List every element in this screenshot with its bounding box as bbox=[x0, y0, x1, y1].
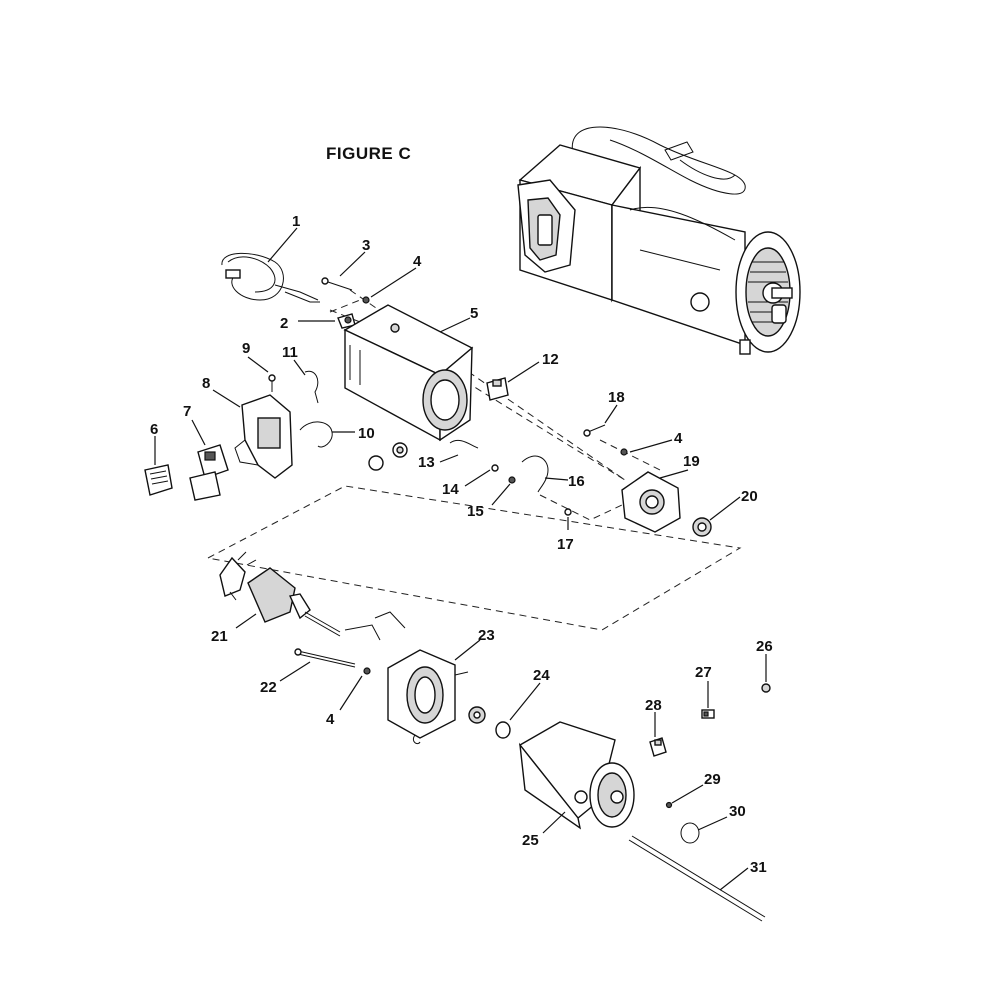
part-26-nut bbox=[761, 683, 771, 693]
part-30-retaining-ring bbox=[680, 822, 700, 844]
part-4-nut-lower bbox=[363, 667, 371, 675]
part-7-switch bbox=[189, 444, 229, 501]
part-31-rod bbox=[628, 835, 766, 922]
assembly-dashed-outlines bbox=[206, 289, 742, 631]
part-13-wire bbox=[449, 439, 479, 449]
callout-3: 3 bbox=[362, 237, 370, 254]
callout-17: 17 bbox=[557, 536, 574, 553]
part-15-washer bbox=[508, 476, 516, 484]
part-16-wire bbox=[521, 455, 549, 493]
callout-14: 14 bbox=[442, 481, 459, 498]
callout-13: 13 bbox=[418, 454, 435, 471]
callout-9: 9 bbox=[242, 340, 250, 357]
part-29-screw bbox=[665, 801, 673, 809]
part-19-end-bracket bbox=[621, 471, 681, 533]
part-20-bearing bbox=[692, 517, 712, 537]
bearing-lower bbox=[468, 706, 486, 724]
callout-2: 2 bbox=[280, 315, 288, 332]
callout-16: 16 bbox=[568, 473, 585, 490]
callout-31: 31 bbox=[750, 859, 767, 876]
callout-22: 22 bbox=[260, 679, 277, 696]
callout-25: 25 bbox=[522, 832, 539, 849]
part-9-screw bbox=[268, 374, 276, 392]
callout-28: 28 bbox=[645, 697, 662, 714]
part-4-nut-upper bbox=[362, 296, 370, 304]
part-24-wave-washer bbox=[495, 721, 511, 739]
callout-5: 5 bbox=[470, 305, 478, 322]
callout-4-upper: 4 bbox=[413, 253, 422, 270]
part-21-armature bbox=[219, 551, 341, 637]
assembled-motor-illustration bbox=[517, 126, 801, 355]
callout-18: 18 bbox=[608, 389, 625, 406]
part-6-switch-cover bbox=[144, 464, 173, 496]
callout-10: 10 bbox=[358, 425, 375, 442]
callout-8: 8 bbox=[202, 375, 210, 392]
part-14-screw bbox=[491, 464, 499, 472]
callout-26: 26 bbox=[756, 638, 773, 655]
part-3-screw bbox=[321, 277, 353, 291]
callout-7: 7 bbox=[183, 403, 191, 420]
part-27-brush bbox=[701, 709, 715, 719]
callout-15: 15 bbox=[467, 503, 484, 520]
callout-12: 12 bbox=[542, 351, 559, 368]
callout-29: 29 bbox=[704, 771, 721, 788]
callout-27: 27 bbox=[695, 664, 712, 681]
part-28-brush-holder bbox=[649, 737, 667, 757]
part-18-screw bbox=[583, 424, 606, 437]
callout-6: 6 bbox=[150, 421, 158, 438]
callout-4-lower: 4 bbox=[326, 711, 335, 728]
callout-11: 11 bbox=[282, 344, 298, 361]
part-8-switch-box bbox=[234, 394, 293, 479]
callout-24: 24 bbox=[533, 667, 550, 684]
callout-4-right: 4 bbox=[674, 430, 683, 447]
part-12-connector bbox=[486, 377, 509, 401]
part-2-cord-clamp bbox=[337, 313, 356, 329]
figure-title: FIGURE C bbox=[326, 144, 412, 163]
callout-20: 20 bbox=[741, 488, 758, 505]
callout-19: 19 bbox=[683, 453, 700, 470]
part-25-motor-housing bbox=[518, 721, 635, 830]
part-17-screw bbox=[564, 508, 572, 516]
part-4-nut-right bbox=[620, 448, 628, 456]
part-23-stator bbox=[344, 611, 469, 745]
callout-30: 30 bbox=[729, 803, 746, 820]
callout-1: 1 bbox=[292, 213, 300, 230]
part-10-wire-lead bbox=[299, 421, 333, 448]
bearing-upper-left bbox=[368, 455, 384, 471]
callout-21: 21 bbox=[211, 628, 228, 645]
part-5-housing bbox=[343, 304, 474, 442]
callout-labels: 1 2 3 4 5 6 7 8 9 10 11 12 13 14 15 16 1… bbox=[150, 213, 773, 876]
part-1-power-cord bbox=[221, 252, 320, 303]
callout-leader-lines bbox=[154, 227, 767, 891]
part-11-wire bbox=[304, 370, 319, 404]
washer-hole bbox=[396, 446, 404, 454]
callout-23: 23 bbox=[478, 627, 495, 644]
part-22-bolt bbox=[294, 648, 356, 668]
